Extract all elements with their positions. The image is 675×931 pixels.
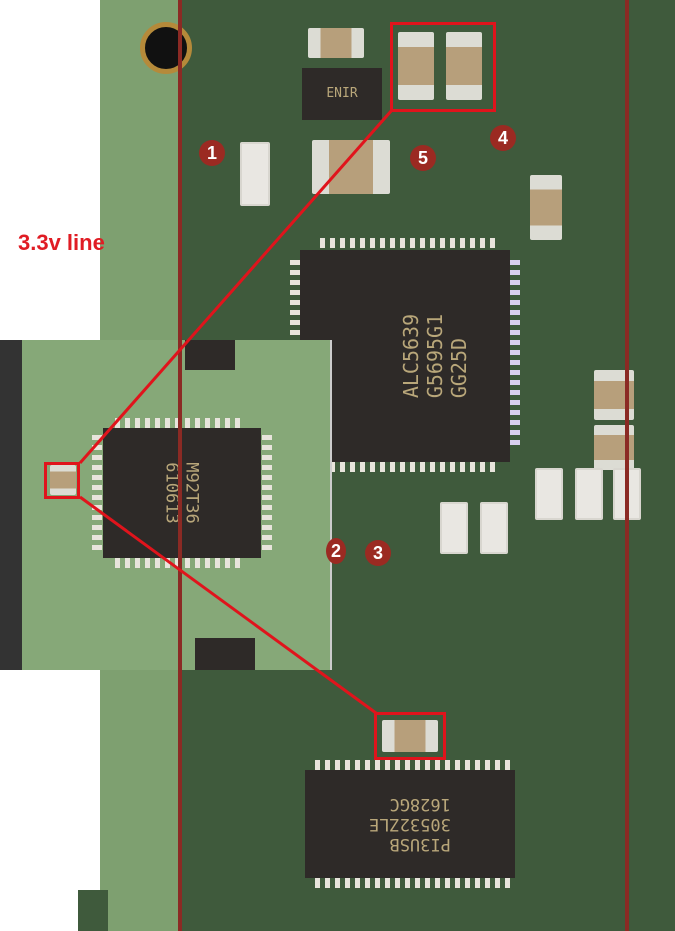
usb-switch-chip: PI3USB 30532ZLE 1628GC: [305, 770, 515, 878]
usb-pins-top: [315, 760, 515, 770]
capacitor-3v3: [382, 720, 438, 752]
resistor: [240, 142, 270, 206]
marker-4: 4: [490, 125, 516, 151]
marker-5: 5: [410, 145, 436, 171]
inset-capacitor: [50, 465, 76, 495]
capacitor: [308, 28, 364, 58]
pcb-edge-lower: [100, 670, 180, 931]
usb-pins-bottom: [315, 878, 515, 888]
codec-pins-top: [320, 238, 500, 248]
highlight-box-caps: [390, 22, 496, 112]
highlight-box-inset: [44, 462, 80, 499]
marker-3: 3: [365, 540, 391, 566]
annotation-label: 3.3v line: [18, 230, 105, 255]
resistor: [535, 468, 563, 520]
inset-small-chip: [195, 638, 255, 670]
pcb-corner: [78, 890, 108, 931]
connector-line-top: [78, 109, 394, 464]
codec-pins-bottom: [320, 462, 500, 472]
guide-line-left: [178, 0, 182, 931]
capacitor-c2: [446, 32, 482, 100]
inset-chip-pins-right: [262, 435, 272, 555]
inset-chip: M92T36 610613: [103, 428, 261, 558]
codec-chip: ALC5639 G5695G1 GG25D: [300, 250, 510, 462]
inset-chip-pins-left: [92, 435, 102, 555]
marker-1: 1: [199, 140, 225, 166]
marker-number: 2: [330, 540, 341, 561]
resistor: [575, 468, 603, 520]
marker-number: 4: [497, 127, 508, 148]
regulator-chip: ENIR: [302, 68, 382, 120]
mounting-hole: [140, 22, 192, 74]
capacitor-c1: [398, 32, 434, 100]
marker-number: 5: [417, 147, 428, 168]
codec-pins-right: [510, 260, 520, 445]
capacitor: [530, 175, 562, 240]
highlight-box-usb-cap: [374, 712, 446, 760]
connector-line-bottom: [79, 495, 377, 715]
marker-number: 3: [372, 542, 383, 563]
guide-line-right: [625, 0, 629, 931]
resistor: [440, 502, 468, 554]
connector-line-top-2: [80, 112, 392, 470]
inset-small-chip: [185, 340, 235, 370]
resistor: [480, 502, 508, 554]
regulator-marking: ENIR: [326, 86, 358, 101]
marker-2: 2: [326, 538, 346, 564]
marker-number: 1: [206, 142, 217, 163]
